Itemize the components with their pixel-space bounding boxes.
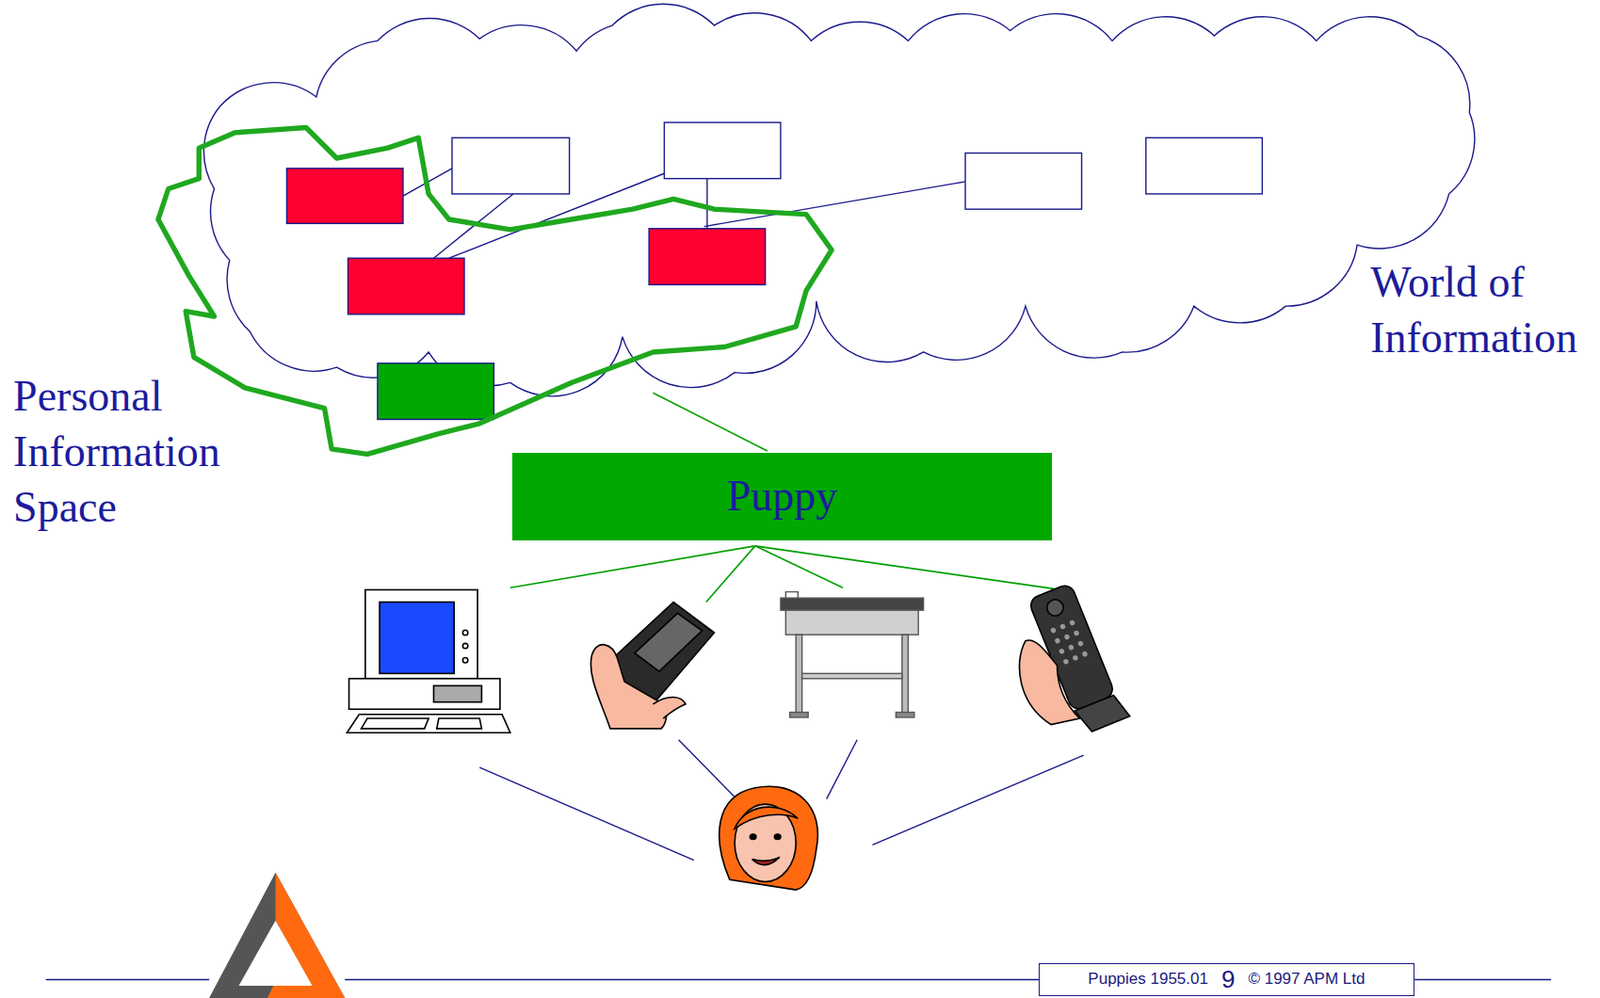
puppy-wires bbox=[510, 392, 1055, 602]
node-text: Puppy bbox=[727, 472, 839, 521]
finger bbox=[652, 697, 686, 720]
system-unit bbox=[349, 678, 501, 711]
company-logo bbox=[209, 872, 345, 998]
user-wire bbox=[872, 755, 1083, 845]
monitor-button bbox=[462, 658, 468, 663]
region-label: World of Information bbox=[1370, 255, 1587, 367]
mouth bbox=[752, 856, 780, 865]
monitor-screen bbox=[379, 601, 454, 674]
logo-triangle bbox=[209, 872, 345, 998]
item-link bbox=[704, 181, 966, 227]
footer-rule bbox=[1414, 979, 1552, 981]
item-link bbox=[706, 178, 708, 229]
footer-rule bbox=[46, 979, 210, 981]
plotter-icon bbox=[780, 592, 924, 718]
info-item bbox=[965, 153, 1083, 211]
footer-rule bbox=[344, 979, 1039, 981]
personal-space-outline bbox=[158, 127, 832, 454]
footer-box: Puppies 1955.01 9 © 1997 APM Ltd bbox=[1038, 963, 1415, 997]
logo-base bbox=[267, 985, 319, 998]
puppy-wire bbox=[755, 546, 1054, 590]
hair bbox=[719, 786, 819, 890]
plotter-foot bbox=[895, 712, 915, 718]
phone-flip bbox=[1074, 693, 1130, 736]
eye bbox=[774, 834, 781, 840]
puppy-wire bbox=[510, 546, 756, 588]
personal-item bbox=[347, 258, 465, 315]
phone-icon bbox=[1018, 581, 1130, 736]
info-item bbox=[1146, 137, 1263, 194]
puppy-item bbox=[377, 363, 495, 421]
monitor-button bbox=[462, 643, 468, 648]
puppy-band: Puppy bbox=[512, 452, 1052, 541]
information-cloud bbox=[203, 3, 1474, 396]
hand bbox=[590, 645, 666, 729]
node-text: © 1997 APM Ltd bbox=[1247, 970, 1365, 989]
phone-keypad bbox=[1050, 619, 1089, 665]
monitor-button bbox=[462, 630, 468, 635]
computer-icon bbox=[346, 589, 510, 733]
eye bbox=[749, 834, 757, 840]
node-text: Puppies 1955.01 bbox=[1087, 970, 1209, 989]
puppy-wire bbox=[706, 546, 756, 603]
region-label: Personal Information Space bbox=[13, 369, 221, 536]
info-item bbox=[452, 137, 570, 194]
plotter-leg bbox=[795, 634, 803, 715]
user-face bbox=[719, 786, 819, 890]
info-item bbox=[663, 122, 781, 179]
plotter-leg bbox=[902, 634, 909, 715]
personal-item bbox=[286, 168, 404, 225]
puppy-wire bbox=[652, 392, 767, 452]
handheld-icon bbox=[590, 601, 714, 728]
logo-inner bbox=[239, 921, 313, 986]
keyboard bbox=[346, 714, 510, 734]
node-text: 9 bbox=[1221, 966, 1235, 994]
keyboard-keys bbox=[361, 718, 483, 729]
fringe bbox=[734, 807, 798, 829]
user-wire bbox=[678, 740, 738, 800]
handheld-screen bbox=[634, 613, 703, 672]
plotter-bar bbox=[802, 673, 903, 679]
monitor bbox=[365, 589, 478, 679]
user-wire bbox=[479, 767, 695, 861]
information-items bbox=[286, 122, 1262, 420]
hand bbox=[1018, 640, 1080, 726]
user-wire bbox=[826, 740, 858, 800]
plotter-foot bbox=[790, 712, 809, 718]
drive-slot bbox=[434, 685, 483, 702]
phone-earpiece bbox=[1044, 597, 1067, 619]
plotter-top bbox=[780, 597, 924, 611]
plotter-body bbox=[785, 610, 919, 635]
personal-item bbox=[648, 228, 766, 286]
